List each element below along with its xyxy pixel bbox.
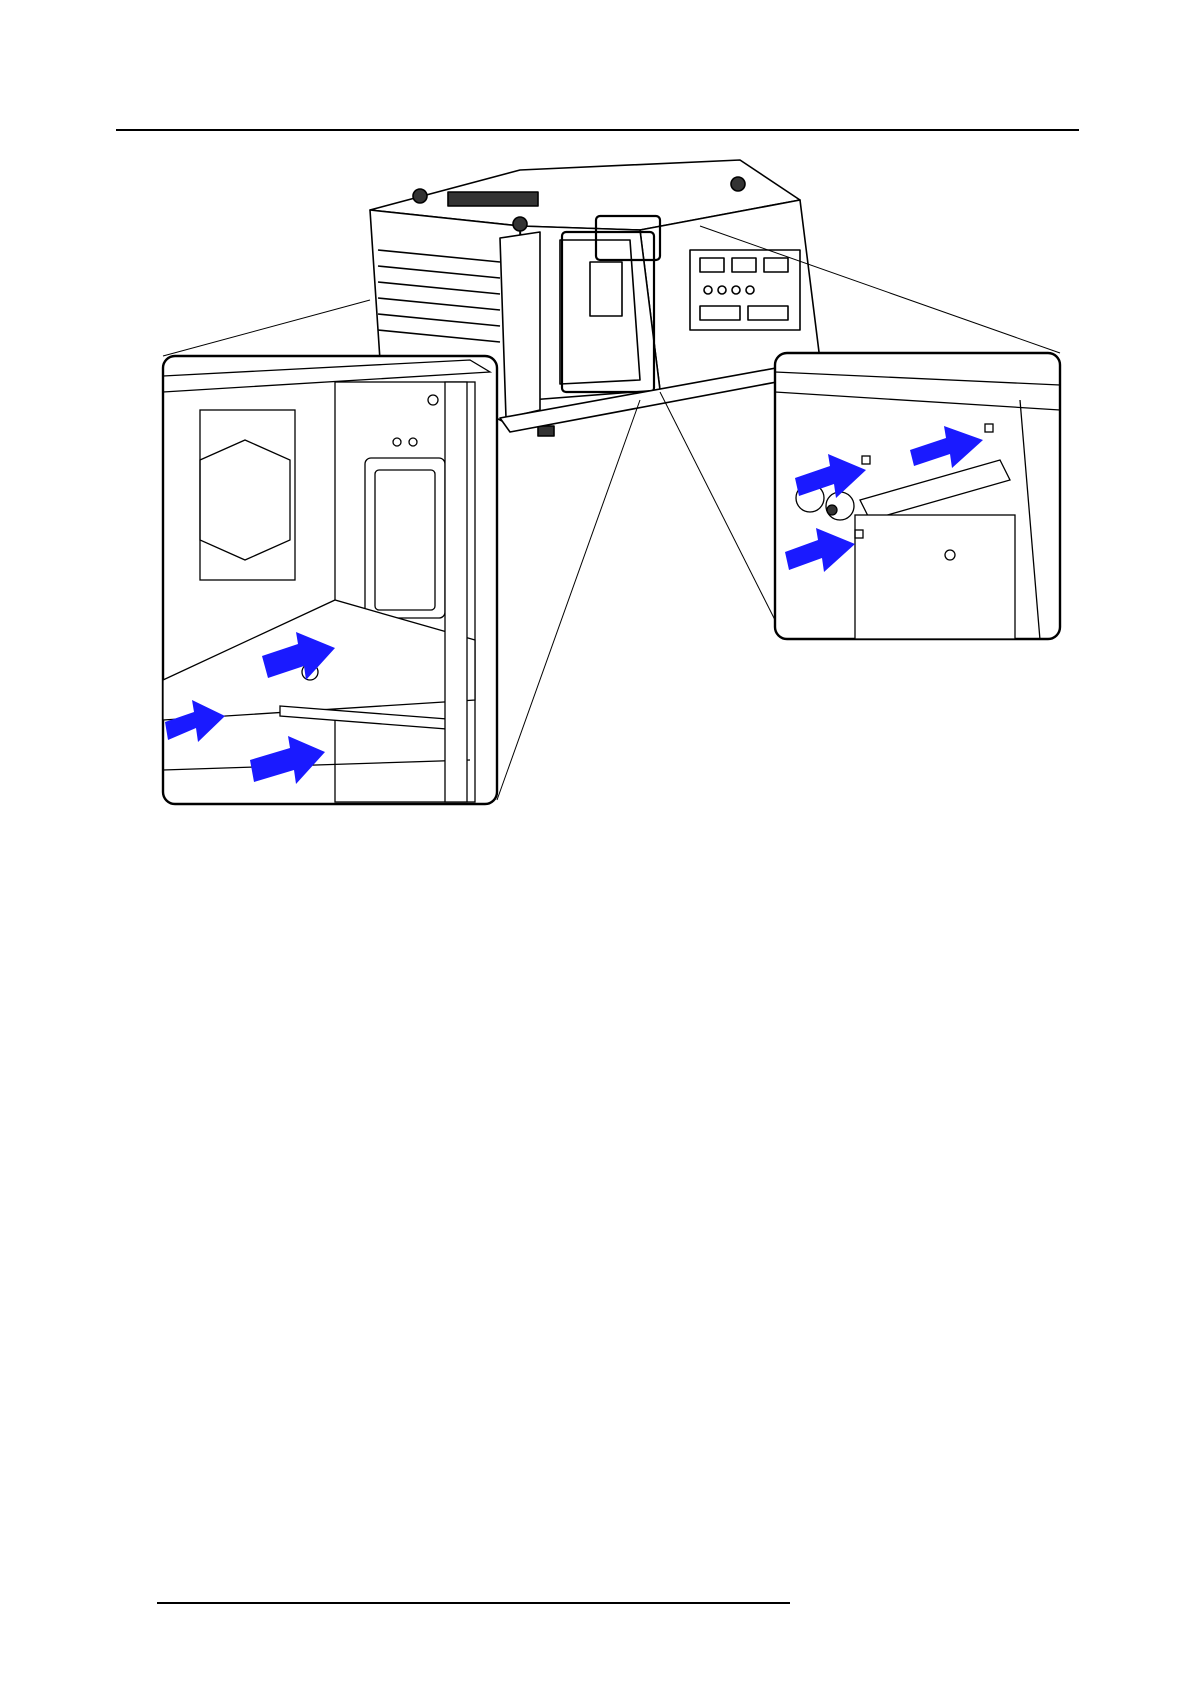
right-detail-inset [775,353,1060,640]
left-detail-inset [163,356,497,804]
top-vent [448,192,538,206]
footer-rule [157,1602,790,1604]
